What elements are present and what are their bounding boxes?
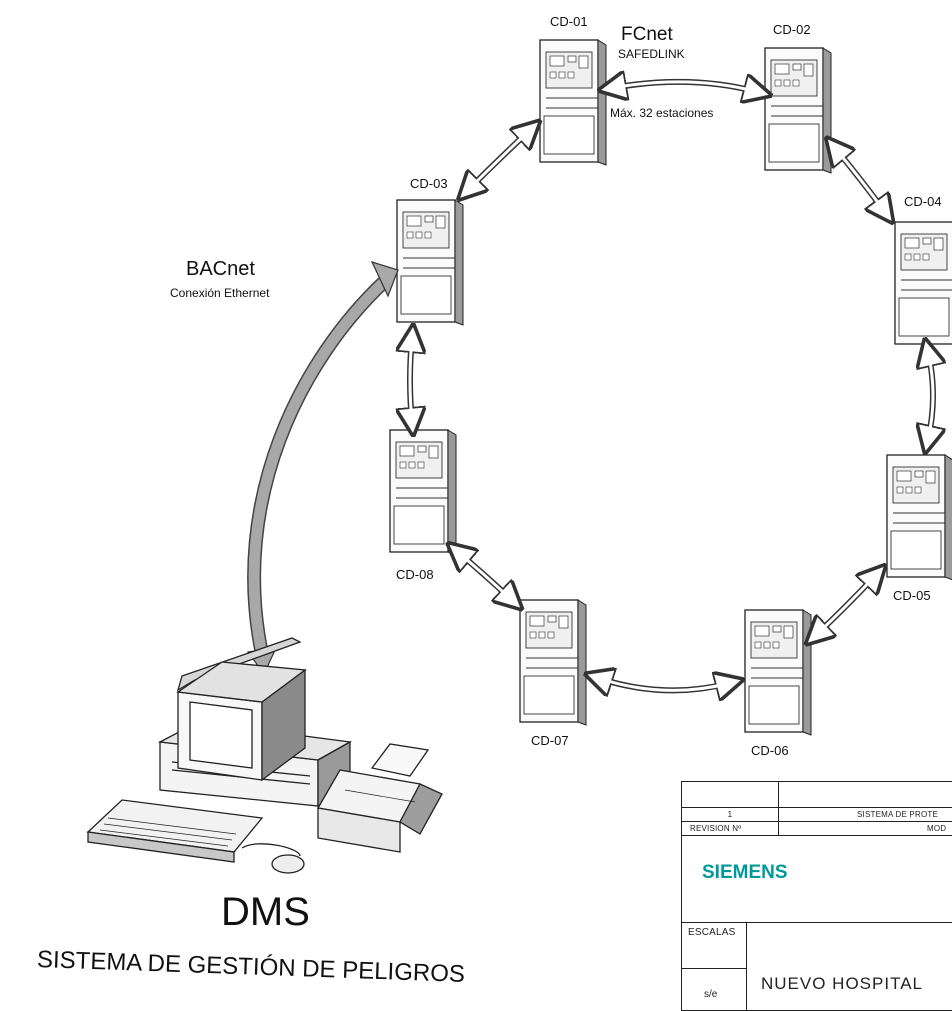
panel-cd-08 <box>390 430 456 555</box>
panel-cd-01 <box>540 40 606 165</box>
node-label-cd-05: CD-05 <box>893 588 931 603</box>
node-label-cd-02: CD-02 <box>773 22 811 37</box>
brand-logo: SIEMENS <box>682 836 952 923</box>
node-label-cd-07: CD-07 <box>531 733 569 748</box>
project-name: NUEVO HOSPITAL <box>747 923 952 1011</box>
model-text: MOD <box>779 822 952 836</box>
scale-value: s/e <box>682 969 747 1011</box>
bacnet-subtitle: Conexión Ethernet <box>170 286 269 300</box>
node-label-cd-04: CD-04 <box>904 194 942 209</box>
dms-title: DMS <box>221 890 310 935</box>
panel-cd-03 <box>397 200 463 325</box>
system-text: SISTEMA DE PROTE <box>779 808 952 822</box>
revision-label: REVISION Nº <box>682 822 779 836</box>
node-label-cd-06: CD-06 <box>751 743 789 758</box>
panel-cd-07 <box>520 600 586 725</box>
panel-cd-05 <box>887 455 952 580</box>
title-block-empty-cell <box>779 782 952 808</box>
title-block: 1 SISTEMA DE PROTE REVISION Nº MOD SIEME… <box>681 781 952 1011</box>
bacnet-title: BACnet <box>186 258 255 281</box>
fcnet-subtitle: SAFEDLINK <box>618 47 685 61</box>
panel-cd-02 <box>765 48 831 173</box>
node-label-cd-01: CD-01 <box>550 14 588 29</box>
panel-cd-04 <box>895 222 952 347</box>
node-label-cd-03: CD-03 <box>410 176 448 191</box>
bacnet-arrow <box>248 262 398 674</box>
title-block-empty-cell <box>682 782 779 808</box>
scales-label: ESCALAS <box>682 923 747 969</box>
fcnet-title: FCnet <box>621 24 673 46</box>
panel-cd-06 <box>745 610 811 735</box>
workstation-illustration <box>0 638 442 873</box>
max-stations-label: Máx. 32 estaciones <box>610 106 713 120</box>
revision-number: 1 <box>682 808 779 822</box>
fcnet-ring-arrows <box>410 82 933 691</box>
node-label-cd-08: CD-08 <box>396 567 434 582</box>
